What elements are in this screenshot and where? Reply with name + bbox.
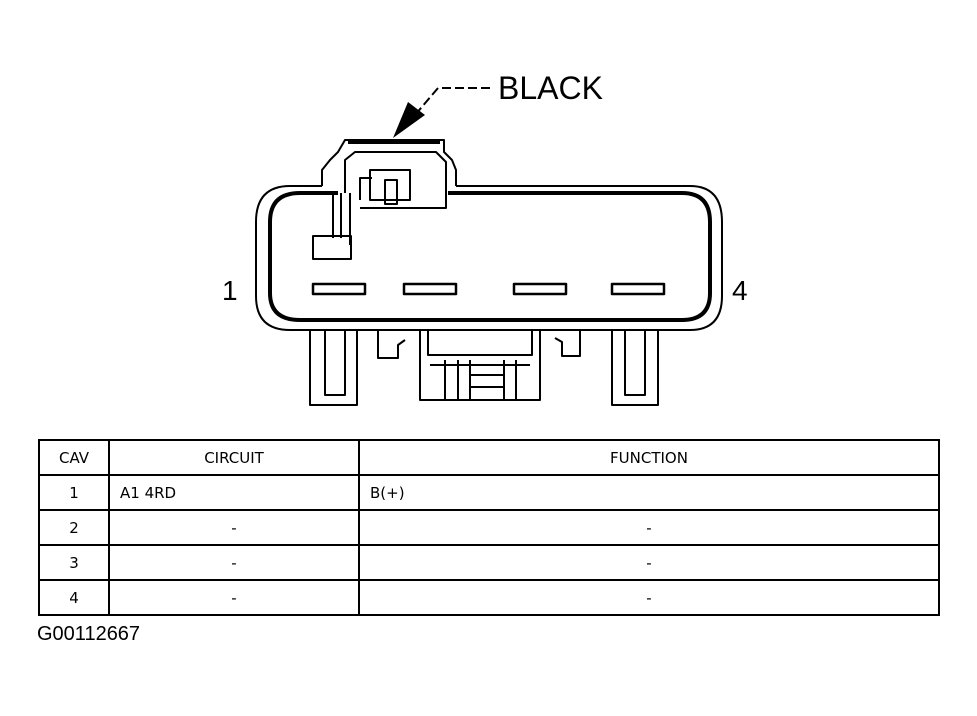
connector-housing-outer: [255, 185, 723, 331]
function-cell: -: [358, 579, 940, 616]
cavity-table: CAV CIRCUIT FUNCTION 1 A1 4RD B(+) 2 - -…: [38, 439, 940, 616]
connector-housing-inner: [268, 191, 712, 322]
cavity-slot-4: [610, 282, 666, 296]
circuit-cell: -: [108, 579, 360, 616]
table-row: 2 - -: [38, 509, 940, 546]
right-clip: [554, 330, 581, 357]
circuit-cell: -: [108, 544, 360, 581]
leader-line: [414, 87, 490, 116]
table-row: 1 A1 4RD B(+): [38, 474, 940, 511]
cav-cell: 3: [38, 544, 110, 581]
center-lock-dividers: [430, 360, 530, 400]
cavity-slot-3: [512, 282, 568, 296]
center-lock-outer: [419, 330, 541, 401]
circuit-cell: A1 4RD: [108, 474, 360, 511]
latch-tab: [369, 169, 411, 201]
left-mount-leg: [309, 330, 358, 406]
center-lock-frame: [427, 330, 533, 356]
cav-cell: 2: [38, 509, 110, 546]
function-cell: B(+): [358, 474, 940, 511]
header-function: FUNCTION: [358, 439, 940, 476]
tpa-post: [332, 193, 351, 245]
table-row: 4 - -: [38, 579, 940, 616]
table-header-row: CAV CIRCUIT FUNCTION: [38, 439, 940, 476]
connector-color-label: BLACK: [498, 70, 603, 106]
cavity-slot-2: [402, 282, 458, 296]
header-circuit: CIRCUIT: [108, 439, 360, 476]
pin-4-label: 4: [732, 275, 748, 306]
latch-step: [359, 177, 372, 200]
figure-id: G00112667: [37, 623, 141, 645]
pin-1-label: 1: [222, 275, 238, 306]
latch-slot: [384, 179, 398, 205]
left-clip: [377, 330, 406, 359]
leader-arrowhead: [393, 102, 425, 138]
left-mount-leg-inner: [324, 330, 346, 396]
cav-cell: 4: [38, 579, 110, 616]
header-cav: CAV: [38, 439, 110, 476]
right-mount-leg-inner: [624, 330, 646, 396]
cavity-slot-1: [311, 282, 367, 296]
function-cell: -: [358, 544, 940, 581]
tpa-block: [312, 235, 352, 260]
latch-inner: [344, 151, 447, 209]
function-cell: -: [358, 509, 940, 546]
center-lock-window: [469, 374, 505, 388]
cav-cell: 1: [38, 474, 110, 511]
right-mount-leg: [611, 330, 659, 406]
table-row: 3 - -: [38, 544, 940, 581]
circuit-cell: -: [108, 509, 360, 546]
